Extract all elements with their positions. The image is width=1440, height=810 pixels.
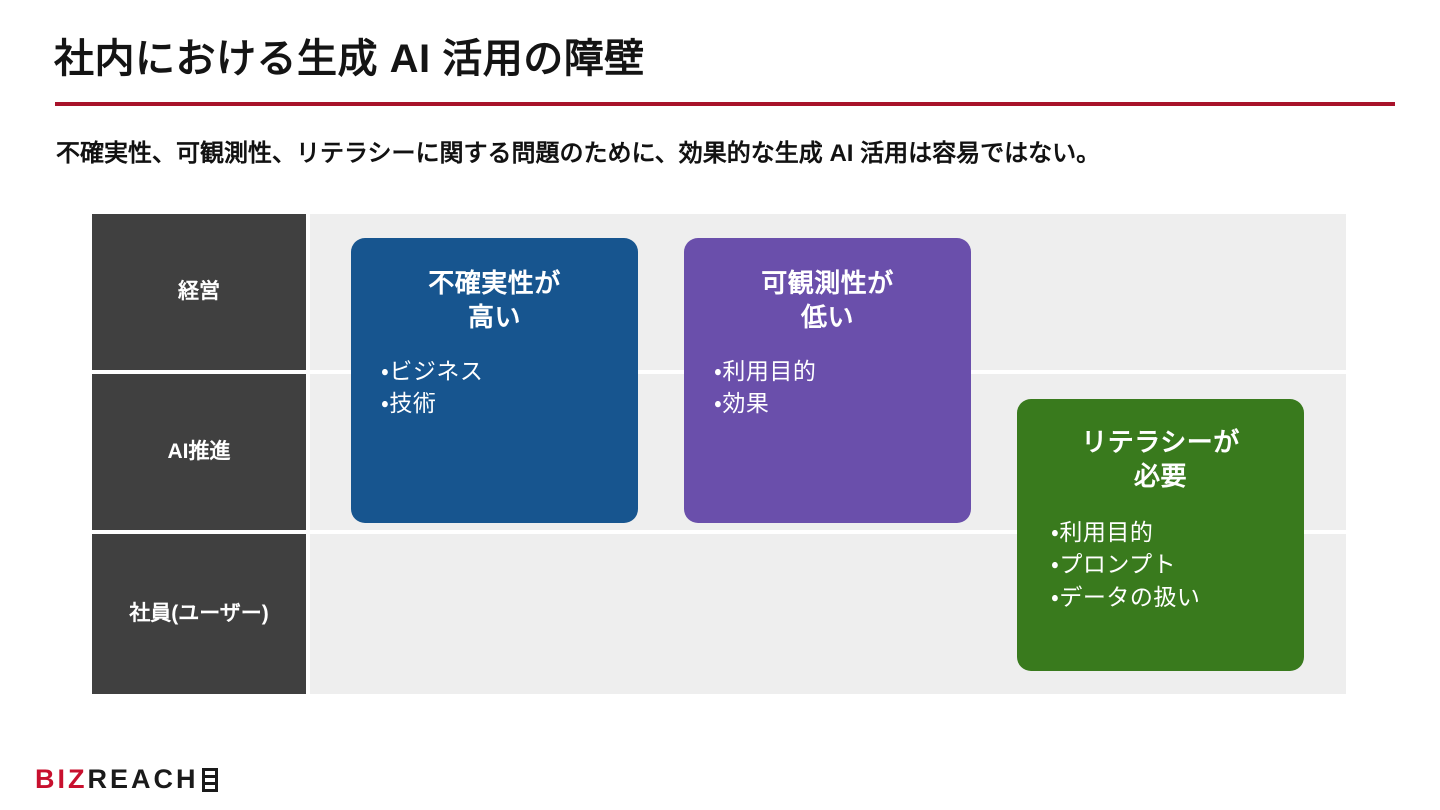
card-literacy-heading-line1: リテラシーが xyxy=(1081,427,1240,457)
card-observability-heading-line2: 低い xyxy=(800,302,854,333)
bullet-item: ・プロンプト xyxy=(1051,551,1177,578)
card-uncertainty-heading-line2: 高い xyxy=(467,302,521,333)
logo-text-biz: BIZ xyxy=(35,764,88,794)
card-observability-bullets: ・利用目的 ・効果 xyxy=(684,335,971,420)
card-uncertainty-bullets: ・ビジネス ・技術 xyxy=(351,335,638,420)
row-label-employee-line2: (ユーザー) xyxy=(171,601,269,625)
stakeholder-barrier-matrix: 経営 AI推進 社員 (ユーザー) 不確実性が 高い ・ビジネス ・技術 可観測… xyxy=(92,214,1346,694)
row-label-employee-line1: 社員 xyxy=(129,601,172,625)
card-literacy-heading-line2: 必要 xyxy=(1133,461,1187,492)
page-title: 社内における生成 AI 活用の障壁 xyxy=(54,37,645,81)
card-uncertainty[interactable]: 不確実性が 高い ・ビジネス ・技術 xyxy=(351,238,638,523)
card-uncertainty-heading: 不確実性が 高い xyxy=(351,238,638,335)
bullet-item: ・効果 xyxy=(714,390,770,417)
card-observability[interactable]: 可観測性が 低い ・利用目的 ・効果 xyxy=(684,238,971,523)
card-observability-heading: 可観測性が 低い xyxy=(684,238,971,335)
logo-text-reach: REACH xyxy=(87,764,199,794)
row-label-employee: 社員 (ユーザー) xyxy=(92,534,306,694)
card-uncertainty-heading-line1: 不確実性が xyxy=(428,268,561,298)
bullet-item: ・技術 xyxy=(381,390,437,417)
row-label-management: 経営 xyxy=(92,214,306,370)
card-literacy-heading: リテラシーが 必要 xyxy=(1017,399,1304,494)
page-subtitle: 不確実性、可観測性、リテラシーに関する問題のために、効果的な生成 AI 活用は容… xyxy=(56,140,1101,167)
bullet-item: ・ビジネス xyxy=(381,357,484,384)
card-observability-heading-line1: 可観測性が xyxy=(761,268,894,298)
bullet-item: ・データの扱い xyxy=(1051,583,1201,610)
card-literacy-bullets: ・利用目的 ・プロンプト ・データの扱い xyxy=(1017,494,1304,614)
logo-ladder-icon xyxy=(201,767,218,792)
bullet-item: ・利用目的 xyxy=(1051,518,1154,545)
row-label-ai-promotion: AI推進 xyxy=(92,374,306,530)
barrier-cards: 不確実性が 高い ・ビジネス ・技術 可観測性が 低い ・利用目的 ・効果 リテ… xyxy=(92,214,1346,694)
title-underline-rule xyxy=(55,102,1395,106)
bullet-item: ・利用目的 xyxy=(714,357,817,384)
card-literacy[interactable]: リテラシーが 必要 ・利用目的 ・プロンプト ・データの扱い xyxy=(1017,399,1304,671)
